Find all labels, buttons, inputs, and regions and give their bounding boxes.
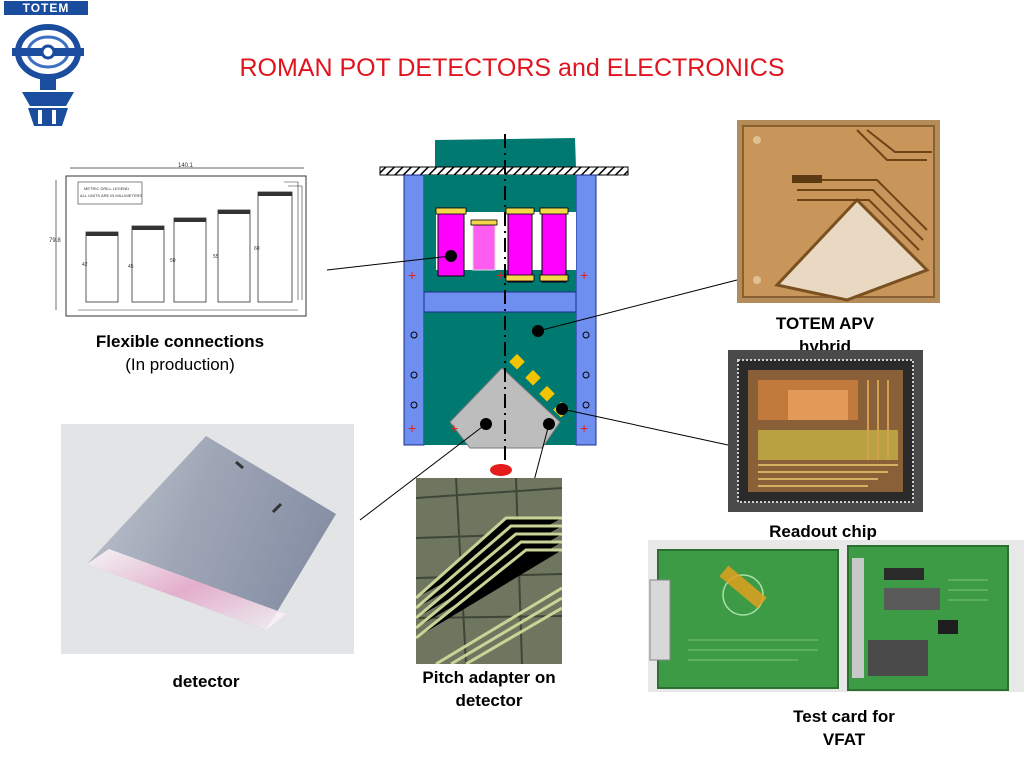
drawing-h1: 42 <box>82 262 88 268</box>
pitch-adapter-photo <box>416 478 562 664</box>
svg-text:+: + <box>450 420 458 436</box>
svg-text:+: + <box>408 267 416 283</box>
drawing-h4: 55 <box>213 254 219 260</box>
flexible-connections-drawing: 140.1 79.8 METRIC DRILL LEGEND ALL UNITS… <box>48 160 310 320</box>
svg-text:+: + <box>408 420 416 436</box>
roman-pot-schematic: + + + + + + <box>379 134 629 476</box>
test-card-label-2: VFAT <box>822 730 866 749</box>
readout-chip-label: Readout chip <box>769 522 877 541</box>
detector-photo <box>61 424 354 654</box>
test-card-label-1: Test card for <box>793 707 895 726</box>
apv-label-1: TOTEM APV <box>775 314 875 333</box>
readout-chip-photo <box>728 350 923 512</box>
flexible-connections-label: Flexible connections <box>95 332 265 351</box>
svg-text:+: + <box>580 420 588 436</box>
drawing-side-dim: 79.8 <box>49 238 61 244</box>
apv-label-2: hybrid <box>799 337 851 351</box>
svg-text:+: + <box>496 267 504 283</box>
totem-logo: TOTEM <box>0 0 90 130</box>
page-title: ROMAN POT DETECTORS and ELECTRONICS <box>239 54 785 82</box>
drawing-h2: 45 <box>128 264 134 270</box>
svg-text:+: + <box>580 267 588 283</box>
pitch-adapter-label-1: Pitch adapter on <box>422 668 556 687</box>
logo-text: TOTEM <box>4 1 88 15</box>
detector-label: detector <box>172 672 240 691</box>
test-card-photo <box>648 540 1024 692</box>
flexible-connections-sub: (In production) <box>125 355 235 374</box>
drawing-legend-1: METRIC DRILL LEGEND <box>84 186 129 191</box>
apv-hybrid-photo <box>737 120 940 303</box>
drawing-top-dim: 140.1 <box>178 163 194 169</box>
pitch-adapter-label-2: detector <box>455 691 523 710</box>
drawing-h3: 50 <box>170 258 176 264</box>
drawing-h5: 60 <box>254 246 260 252</box>
drawing-legend-2: ALL UNITS ARE IN MILLIMETERS <box>80 193 142 198</box>
logo-emblem-icon <box>12 24 84 126</box>
